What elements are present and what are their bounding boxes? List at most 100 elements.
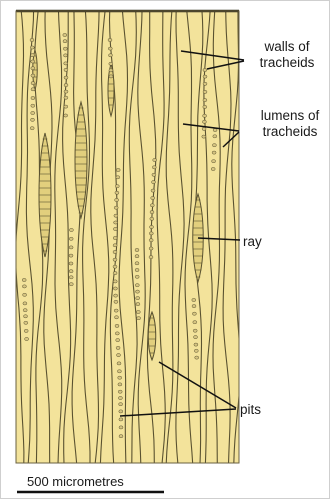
pit — [113, 265, 117, 268]
pit — [108, 38, 112, 41]
pit — [30, 38, 34, 41]
pit — [108, 47, 112, 50]
pit — [203, 82, 207, 85]
pit — [203, 68, 207, 71]
pit — [25, 337, 29, 340]
pit — [113, 227, 117, 230]
pit — [202, 135, 206, 138]
pit — [135, 262, 139, 265]
pit — [135, 284, 139, 287]
pit — [149, 232, 153, 235]
pit — [203, 114, 207, 117]
pit — [31, 88, 35, 91]
pit — [115, 316, 119, 319]
pit — [64, 68, 68, 71]
pit — [69, 276, 73, 279]
pit — [23, 309, 27, 312]
pit — [116, 176, 120, 179]
pit — [69, 254, 73, 257]
pit — [64, 114, 68, 117]
pit — [150, 211, 154, 214]
pit — [114, 300, 118, 303]
pit — [31, 111, 35, 114]
pit — [31, 54, 35, 57]
pit — [115, 332, 119, 335]
pit — [202, 120, 206, 123]
pit — [64, 54, 68, 57]
pit — [31, 82, 35, 85]
lumens-of-tracheids-label: lumens of tracheids — [249, 108, 331, 140]
pit — [113, 250, 117, 253]
pit — [24, 321, 28, 324]
pit — [203, 75, 207, 78]
pit — [113, 258, 117, 261]
pit — [30, 127, 34, 130]
pit — [135, 255, 139, 258]
walls-of-tracheids-label: walls of tracheids — [244, 39, 330, 71]
pit — [192, 305, 196, 308]
pit — [31, 104, 35, 107]
pit — [109, 69, 113, 72]
pit — [149, 247, 153, 250]
pit — [69, 237, 73, 240]
pit — [118, 376, 122, 379]
pit — [69, 262, 73, 265]
pit — [69, 283, 73, 286]
pit — [194, 336, 198, 339]
ray-label: ray — [243, 234, 262, 250]
pit — [31, 96, 35, 99]
pit — [116, 168, 120, 171]
pit — [114, 309, 118, 312]
pit — [114, 214, 118, 217]
pit — [64, 84, 68, 87]
pit — [119, 418, 123, 421]
pit — [69, 228, 73, 231]
pit — [64, 90, 68, 93]
pit — [116, 339, 120, 342]
pit — [31, 118, 35, 121]
pit — [114, 294, 118, 297]
pit — [211, 167, 215, 170]
pit — [136, 290, 140, 293]
pit — [213, 135, 217, 138]
pit — [203, 105, 207, 108]
pit — [119, 403, 123, 406]
pit — [109, 54, 113, 57]
pit — [23, 302, 27, 305]
pit — [64, 105, 68, 108]
pit — [117, 362, 121, 365]
pit — [118, 383, 122, 386]
pit — [137, 317, 141, 320]
pit — [69, 270, 73, 273]
pit — [152, 166, 156, 169]
pit — [150, 204, 154, 207]
pit — [152, 173, 156, 176]
pit — [63, 33, 67, 36]
pit — [150, 225, 154, 228]
pit — [115, 191, 119, 194]
pit — [153, 158, 157, 161]
pit — [149, 256, 153, 259]
pit — [135, 275, 139, 278]
pit — [31, 74, 35, 77]
pit — [22, 285, 26, 288]
pit — [136, 303, 140, 306]
pit — [23, 293, 27, 296]
pit — [150, 217, 154, 220]
pit — [109, 62, 113, 65]
pit — [135, 248, 139, 251]
pit — [115, 185, 119, 188]
pit — [149, 239, 153, 242]
pit — [118, 396, 122, 399]
pit — [63, 40, 67, 43]
pit — [31, 67, 35, 70]
pit — [113, 272, 117, 275]
pit — [119, 426, 123, 429]
pit — [203, 90, 207, 93]
pit — [151, 196, 155, 199]
scale-bar-label: 500 micrometres — [27, 474, 124, 489]
pit — [192, 298, 196, 301]
pit — [31, 60, 35, 63]
pit — [136, 297, 140, 300]
